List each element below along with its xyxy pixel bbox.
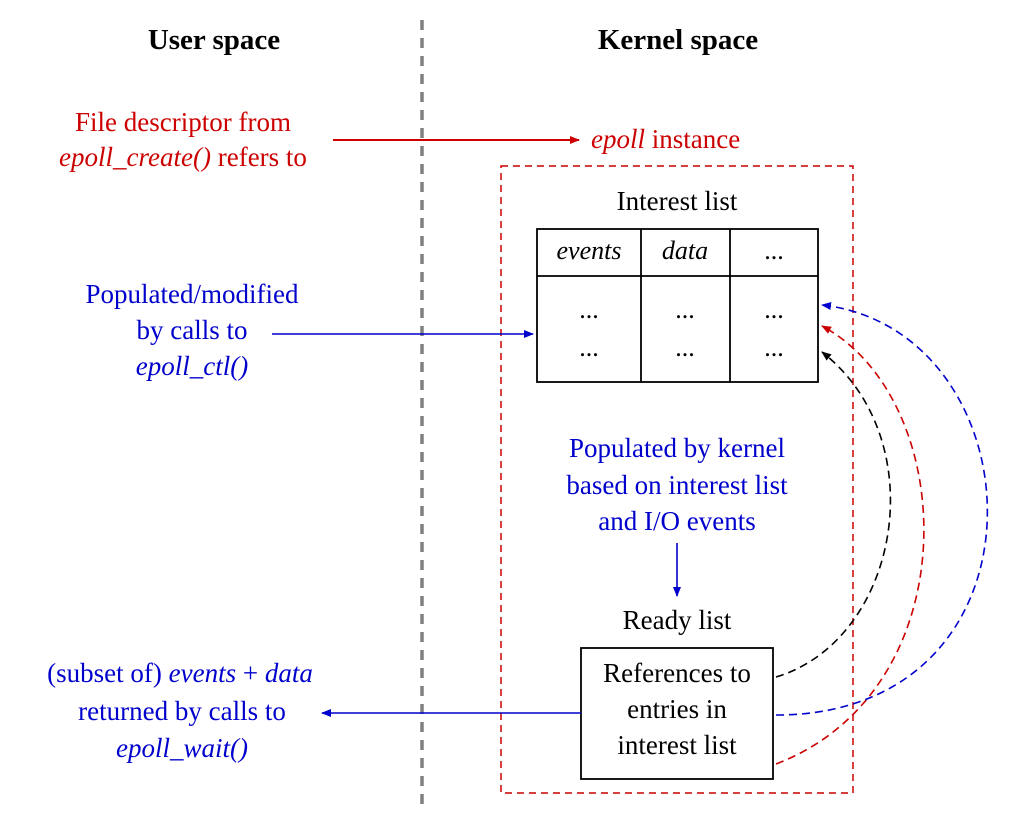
- ref-arrow-red: [775, 325, 925, 765]
- cell-r1-c2: ...: [675, 295, 695, 324]
- cell-r2-c3: ...: [764, 333, 784, 362]
- epoll-create-fn: epoll_create(): [59, 142, 211, 172]
- kernel-label: Populated by kernel based on interest li…: [566, 433, 788, 536]
- cell-r2-c2: ...: [675, 333, 695, 362]
- cell-r2-c1: ...: [579, 333, 599, 362]
- ref-arrow-black: [775, 351, 892, 678]
- user-space-header: User space: [148, 24, 280, 56]
- kernel-label-line3: and I/O events: [598, 506, 755, 536]
- ready-list-line2: entries in: [627, 694, 727, 724]
- epoll-instance-label: epoll instance: [591, 124, 740, 154]
- kernel-space-header: Kernel space: [598, 24, 758, 56]
- ctl-label: Populated/modified by calls to epoll_ctl…: [86, 279, 299, 381]
- fd-label-refers: refers to: [211, 142, 307, 172]
- ctl-label-line1: Populated/modified: [86, 279, 299, 309]
- fd-label: File descriptor from epoll_create() refe…: [59, 107, 307, 172]
- epoll-wait-fn: epoll_wait(): [116, 733, 248, 763]
- interest-list-title: Interest list: [617, 186, 738, 216]
- ready-list-line3: interest list: [617, 730, 737, 760]
- wait-label-line2: returned by calls to: [78, 696, 286, 726]
- kernel-label-line1: Populated by kernel: [569, 433, 785, 463]
- col-more: ...: [764, 236, 784, 265]
- col-data: data: [662, 236, 708, 265]
- col-events: events: [557, 236, 622, 265]
- wait-label-line1: (subset of) events + data: [47, 658, 313, 688]
- cell-r1-c1: ...: [579, 295, 599, 324]
- cell-r1-c3: ...: [764, 295, 784, 324]
- data-term: data: [265, 658, 313, 688]
- fd-label-line2: epoll_create() refers to: [59, 142, 307, 172]
- ctl-label-line2: by calls to: [137, 315, 248, 345]
- fd-label-line1: File descriptor from: [75, 107, 291, 137]
- epoll-instance-box: [500, 165, 854, 794]
- ready-list-box: [580, 647, 774, 780]
- ref-arrow-blue: [775, 302, 989, 716]
- kernel-label-line2: based on interest list: [566, 470, 788, 500]
- interest-list-table: events data ... ... ... ... ... ... ...: [536, 228, 819, 383]
- ready-list-title: Ready list: [623, 605, 732, 635]
- wait-label: (subset of) events + data returned by ca…: [47, 658, 313, 763]
- events-term: events: [169, 658, 236, 688]
- epoll-ctl-fn: epoll_ctl(): [136, 351, 248, 381]
- ready-list-line1: References to: [603, 658, 751, 688]
